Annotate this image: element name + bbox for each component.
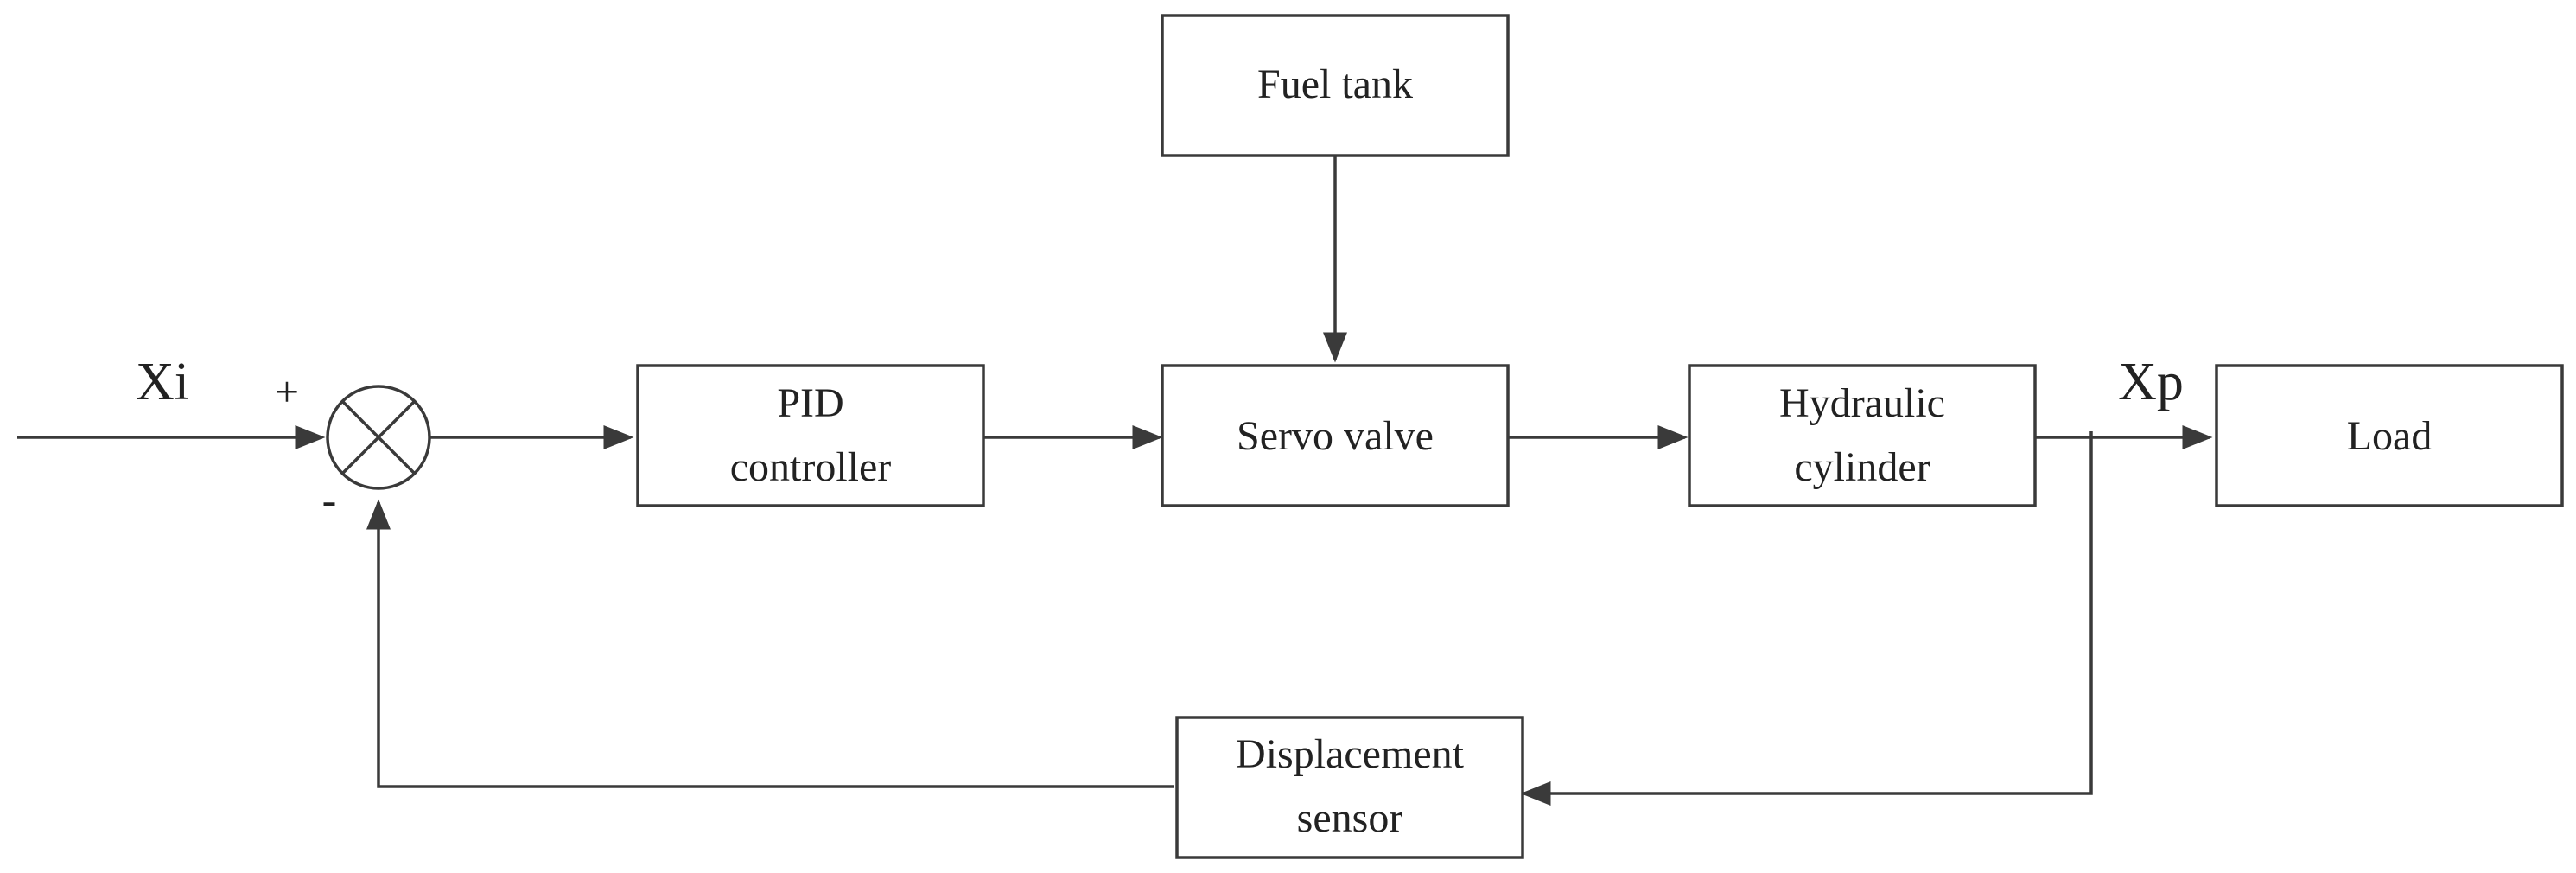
displacement-sensor-block: Displacement sensor xyxy=(1175,716,1524,859)
feedback-return-line xyxy=(366,499,1174,788)
input-signal-label: Xi xyxy=(136,353,189,411)
plus-sign: + xyxy=(275,367,299,416)
displacement-sensor-label-line1: Displacement xyxy=(1236,731,1465,777)
feedback-takeoff-line xyxy=(1520,431,2093,806)
load-label: Load xyxy=(2347,413,2433,459)
hydraulic-cylinder-block: Hydraulic cylinder xyxy=(1688,364,2037,507)
connections xyxy=(17,156,2213,806)
pid-controller-label-line2: controller xyxy=(730,444,892,490)
output-signal-label: Xp xyxy=(2118,353,2184,411)
servo-valve-label: Servo valve xyxy=(1237,413,1434,459)
summing-junction-cross-b xyxy=(340,399,417,475)
pid-controller-block: PID controller xyxy=(636,364,985,507)
load-block: Load xyxy=(2215,364,2564,507)
hydraulic-cylinder-label-line1: Hydraulic xyxy=(1779,380,1945,426)
fuel-tank-label: Fuel tank xyxy=(1257,61,1413,107)
displacement-sensor-label-line2: sensor xyxy=(1297,795,1403,841)
summing-junction: + - xyxy=(275,367,431,524)
hydraulic-cylinder-label-line2: cylinder xyxy=(1794,444,1930,490)
minus-sign: - xyxy=(322,475,337,524)
servo-valve-block: Servo valve xyxy=(1161,364,1510,507)
pid-controller-label-line1: PID xyxy=(777,380,843,426)
fuel-tank-block: Fuel tank xyxy=(1161,14,1510,157)
